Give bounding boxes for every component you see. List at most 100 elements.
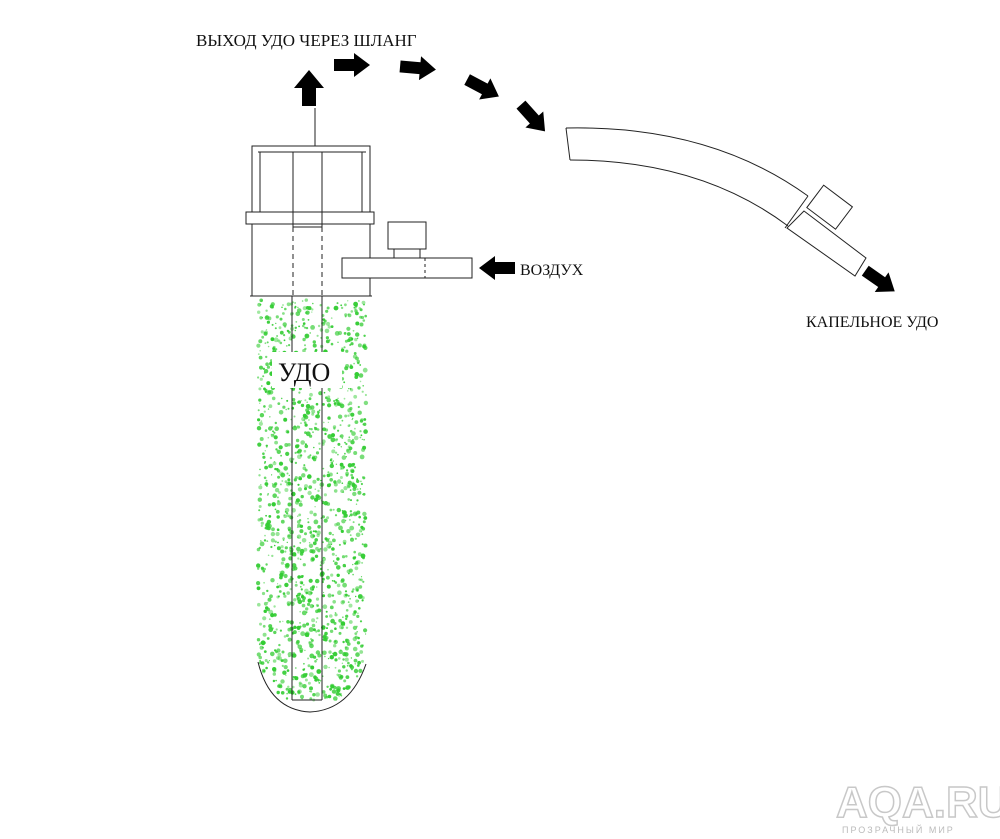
fertilizer-particle [286, 430, 290, 434]
fertilizer-particle [336, 573, 340, 577]
fertilizer-particle [343, 346, 346, 349]
fertilizer-particle [354, 420, 359, 424]
fertilizer-particle [336, 522, 341, 526]
fertilizer-particle [273, 337, 279, 343]
fertilizer-particle [362, 580, 365, 583]
fertilizer-particle [353, 435, 359, 441]
fertilizer-particle [270, 545, 273, 549]
fertilizer-particle [288, 496, 292, 501]
fertilizer-particle [338, 543, 341, 546]
fertilizer-particle [340, 306, 344, 310]
fertilizer-particle [263, 581, 265, 584]
fertilizer-particle [340, 489, 345, 493]
fertilizer-particle [262, 455, 266, 459]
fertilizer-particle [322, 467, 325, 470]
fertilizer-particle [256, 581, 261, 586]
fertilizer-particle [268, 618, 271, 621]
fertilizer-particle [349, 665, 355, 670]
fertilizer-particle [352, 329, 355, 332]
fertilizer-particle [340, 348, 345, 352]
fertilizer-particle [335, 451, 338, 454]
fertilizer-particle [303, 668, 306, 670]
fertilizer-particle [257, 376, 260, 379]
fertilizer-particle [363, 418, 367, 421]
fertilizer-particle [329, 478, 334, 482]
fertilizer-particle [315, 692, 320, 697]
fertilizer-particle [302, 324, 305, 328]
fertilizer-particle [280, 545, 284, 549]
fertilizer-particle [271, 612, 274, 615]
fertilizer-particle [333, 685, 337, 690]
fertilizer-particle [323, 493, 327, 497]
fertilizer-particle [346, 332, 351, 336]
fertilizer-particle [292, 401, 297, 406]
fertilizer-particle [279, 571, 281, 573]
fertilizer-particle [305, 326, 309, 330]
fertilizer-particle [274, 421, 277, 425]
fertilizer-particle [355, 311, 359, 316]
fertilizer-particle [341, 455, 347, 460]
fertilizer-particle [355, 675, 359, 678]
fertilizer-particle [263, 462, 266, 464]
fertilizer-particle [326, 622, 330, 626]
fertilizer-particle [293, 545, 296, 548]
fertilizer-particle [280, 659, 284, 662]
fertilizer-particle [350, 412, 355, 417]
fertilizer-particle [339, 462, 344, 467]
fertilizer-particle [305, 337, 307, 339]
fertilizer-particle [333, 427, 336, 430]
fertilizer-particle [296, 526, 299, 529]
fertilizer-particle [302, 623, 307, 628]
fertilizer-particle [300, 422, 302, 424]
fertilizer-particle [339, 476, 343, 479]
fertilizer-particle [358, 607, 361, 610]
fertilizer-particle [278, 684, 283, 689]
fertilizer-particle [357, 410, 362, 415]
flow-arrow-4 [516, 100, 546, 132]
fertilizer-particle [352, 438, 354, 441]
fertilizer-particle [294, 329, 297, 332]
fertilizer-particle [262, 367, 265, 370]
fertilizer-particle [322, 604, 328, 609]
fertilizer-particle [326, 502, 331, 506]
fertilizer-particle [303, 547, 308, 552]
fertilizer-particle [286, 472, 289, 475]
fertilizer-particle [259, 622, 262, 626]
fertilizer-particle [359, 436, 362, 439]
fertilizer-particle [260, 385, 263, 387]
fertilizer-particle [311, 623, 316, 628]
fertilizer-particle [283, 573, 288, 579]
fertilizer-particle [340, 529, 344, 534]
fertilizer-particle [307, 490, 312, 496]
fertilizer-particle [303, 449, 307, 453]
fertilizer-particle [345, 349, 349, 353]
fertilizer-particle [257, 302, 262, 307]
fertilizer-particle [296, 597, 300, 600]
fertilizer-particle [302, 306, 307, 311]
fertilizer-particle [272, 493, 278, 499]
fertilizer-particle [340, 304, 343, 307]
fertilizer-particle [311, 639, 314, 642]
fertilizer-particle [302, 348, 306, 353]
fertilizer-particle [260, 661, 265, 665]
fertilizer-particle [327, 657, 330, 660]
fertilizer-particle [324, 631, 328, 636]
fertilizer-particle [308, 419, 310, 421]
fertilizer-particle [359, 322, 364, 327]
fertilizer-particle [312, 431, 314, 434]
fertilizer-particle [317, 680, 320, 683]
fertilizer-particle [352, 521, 355, 524]
fertilizer-particle [317, 629, 320, 633]
fertilizer-particle [350, 440, 355, 445]
fertilizer-particle [310, 690, 313, 693]
fertilizer-particle [322, 594, 326, 598]
fertilizer-particle [286, 601, 291, 606]
fertilizer-particle [361, 390, 364, 393]
fertilizer-particle [289, 588, 292, 591]
fertilizer-particle [289, 515, 294, 520]
fertilizer-particle [282, 312, 285, 315]
fertilizer-particle [274, 327, 277, 330]
fertilizer-particle [275, 509, 280, 514]
fertilizer-particle [291, 653, 297, 658]
